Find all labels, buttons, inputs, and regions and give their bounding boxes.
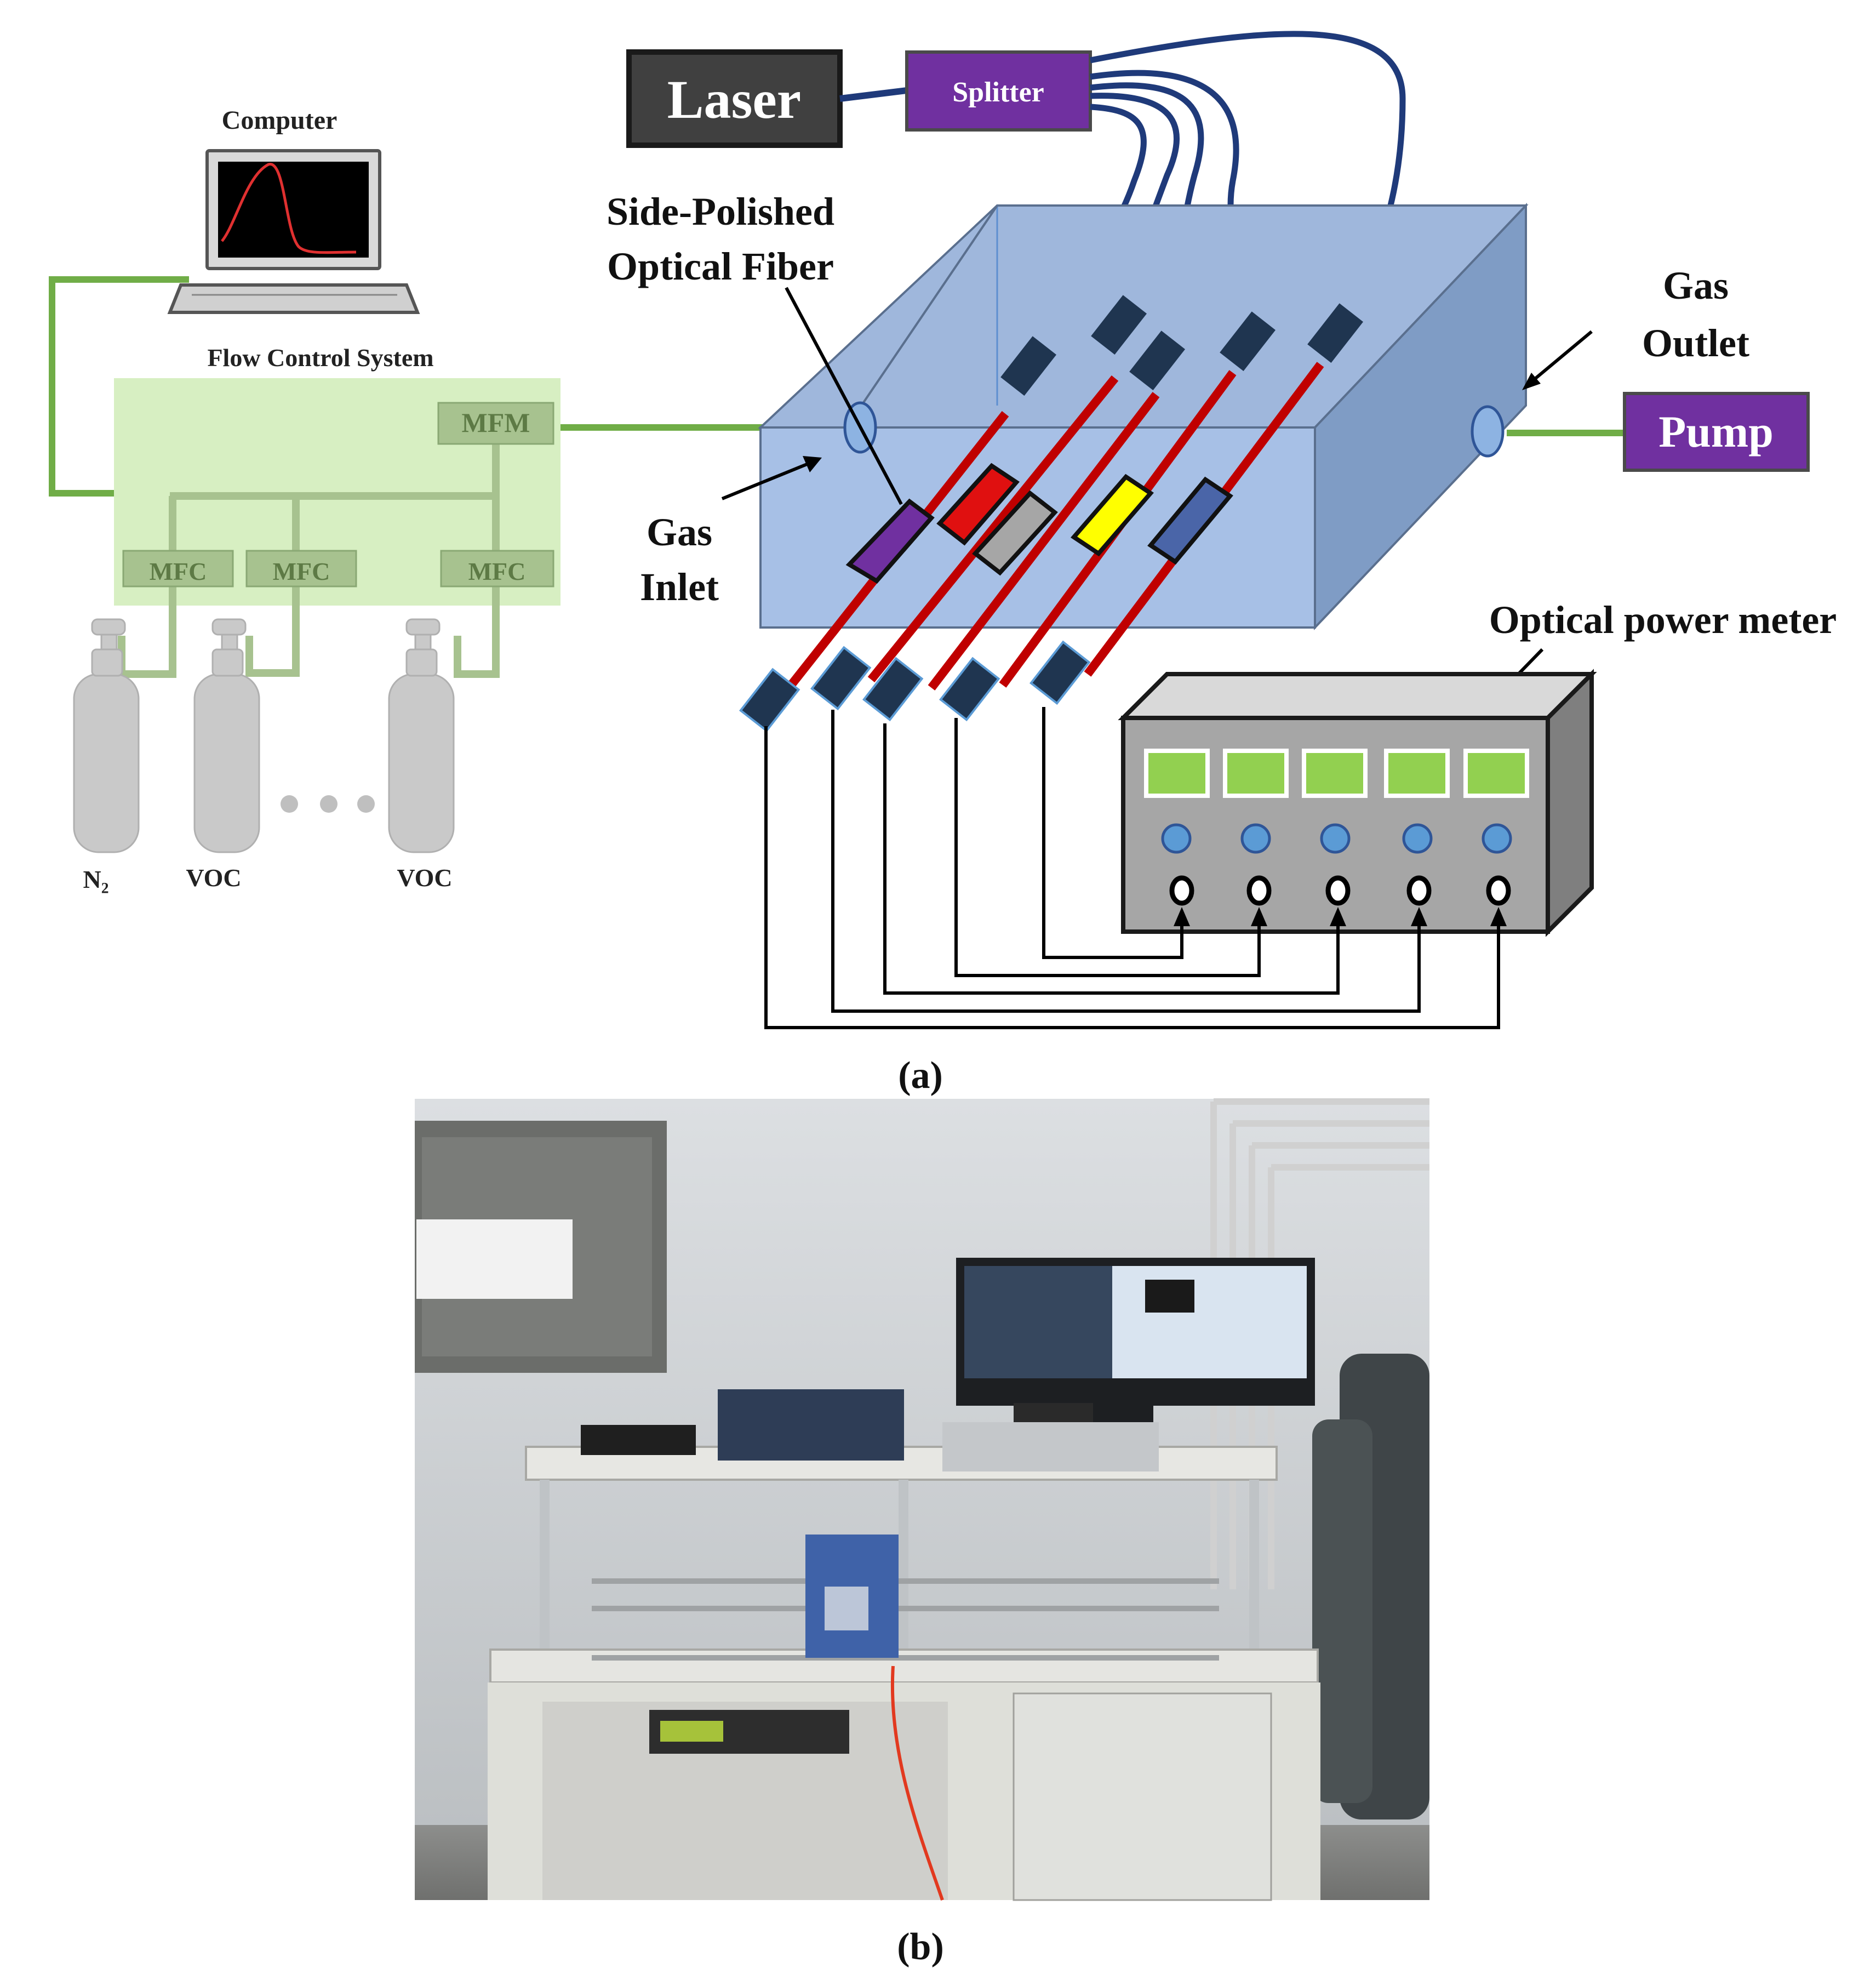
computer-label: Computer	[222, 106, 338, 135]
ellipsis-dots	[281, 795, 375, 813]
meter-screens	[1144, 749, 1529, 798]
caption-a: (a)	[898, 1054, 943, 1097]
gas-outlet-label-line1: Gas	[1663, 264, 1729, 307]
sensor-head-blue	[1147, 476, 1233, 565]
mfc-box-1	[122, 550, 234, 587]
sensor-head-yellow	[1071, 474, 1154, 557]
port-icon	[1471, 405, 1505, 458]
mfc-box-3	[440, 550, 554, 587]
fiber-pointer-arrow	[785, 287, 903, 505]
panel-b-photo: (b)	[415, 1098, 1429, 1968]
optical-power-meter	[1118, 669, 1597, 937]
optical-fibers	[785, 362, 1324, 691]
connector-icon	[739, 668, 800, 733]
knob-icon	[1161, 823, 1512, 854]
sensor-head-purple	[845, 498, 935, 584]
laptop-icon	[167, 149, 420, 314]
connector-icon	[1129, 330, 1186, 391]
connector-icon	[939, 657, 1000, 722]
mfc-label-3: MFC	[468, 557, 526, 585]
splitter-box	[905, 50, 1092, 132]
signal-arrowheads	[1174, 907, 1507, 926]
cylinder-label-voc-2: VOC	[397, 864, 452, 892]
sensor-head-red	[936, 463, 1020, 546]
laser-splitter-cable	[839, 87, 907, 102]
laser-label: Laser	[667, 69, 801, 130]
connector-icon	[1029, 640, 1091, 705]
gas-outlet-label-line2: Outlet	[1642, 321, 1749, 365]
gas-outlet-arrowhead	[1522, 373, 1541, 390]
fiber-label-line1: Side-Polished	[607, 190, 834, 233]
gas-inlet-arrow	[721, 459, 817, 500]
mfm-box	[437, 402, 554, 445]
connector-icon	[862, 657, 924, 722]
gas-cylinder-icon	[388, 618, 455, 853]
connector-icon	[1000, 336, 1057, 396]
gas-cylinder-icon	[193, 618, 260, 853]
connector-icon	[1220, 311, 1276, 372]
connector-icon	[810, 646, 872, 711]
flow-control-label: Flow Control System	[207, 344, 433, 372]
connector-icon	[1091, 295, 1147, 355]
gas-inlet-arrowhead	[803, 456, 822, 472]
mfc-box-2	[245, 550, 357, 587]
cylinder-label-n2: N₂	[83, 865, 108, 893]
signal-wires	[764, 707, 1500, 1029]
pump-label: Pump	[1658, 407, 1774, 457]
mfc-label-1: MFC	[150, 557, 207, 585]
splitter-label: Splitter	[952, 77, 1044, 108]
test-bench-photo	[488, 1389, 1320, 1901]
mfm-label: MFM	[462, 407, 530, 438]
connector-icon	[1307, 303, 1364, 363]
gas-cylinder-icon	[73, 618, 140, 853]
gas-inlet-label-line2: Inlet	[640, 565, 719, 609]
power-meter-label: Optical power meter	[1489, 598, 1837, 642]
pump-box	[1623, 392, 1810, 472]
fiber-label-line2: Optical Fiber	[607, 244, 834, 288]
gas-outlet-arrow	[1525, 330, 1593, 388]
caption-b: (b)	[897, 1926, 944, 1968]
sensor-head-gray	[972, 490, 1058, 576]
panel-a-schematic: Computer Flow Control System MFM MFC MFC…	[49, 31, 1837, 1097]
mfc-label-2: MFC	[273, 557, 330, 585]
monitor-photo	[956, 1258, 1315, 1436]
gas-inlet-label-line1: Gas	[647, 510, 712, 554]
cylinder-label-voc-1: VOC	[186, 864, 241, 892]
meter-input-ports	[1169, 875, 1511, 906]
laser-box	[626, 49, 843, 148]
